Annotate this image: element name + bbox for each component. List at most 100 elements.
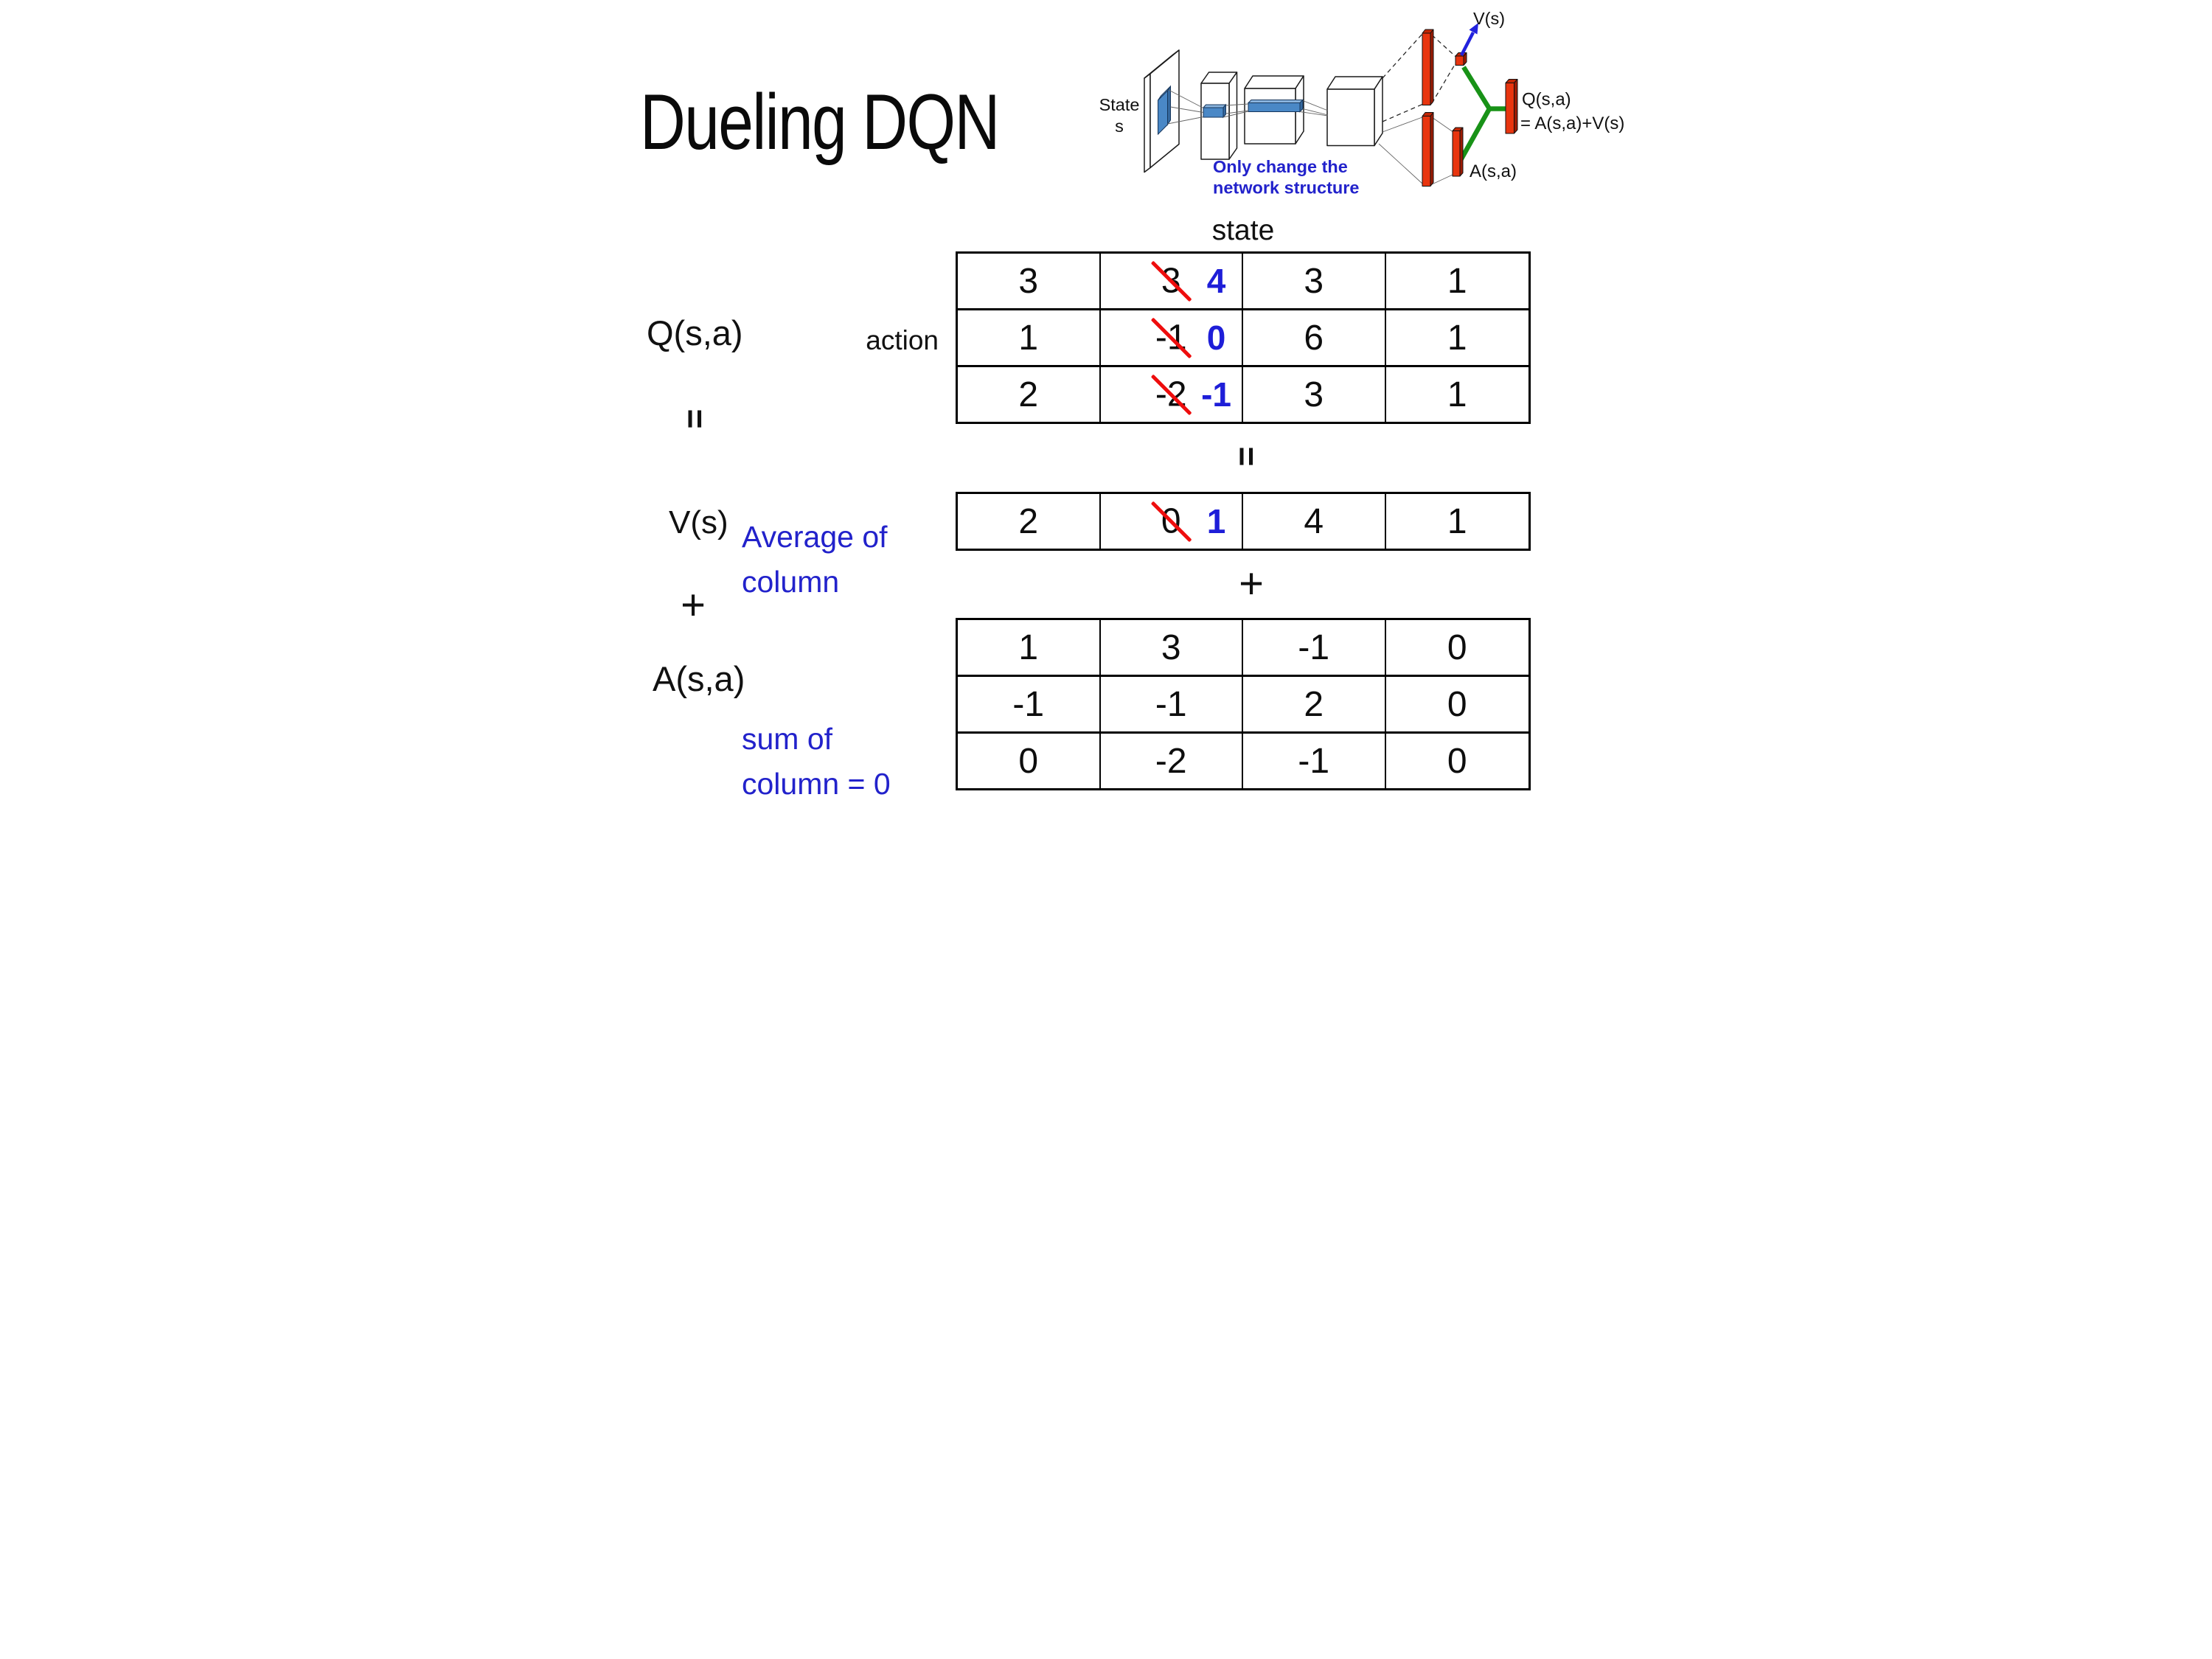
crossed-out-value: -2 xyxy=(1150,374,1192,415)
action-axis-label: action xyxy=(866,325,939,355)
v-cell-r1c4: 1 xyxy=(1386,494,1529,549)
a-vector-bar xyxy=(1452,127,1464,177)
q-cell-r1c1: 3 xyxy=(958,254,1101,308)
cell-value: -1 xyxy=(1012,684,1045,724)
q-cell-r2c1: 1 xyxy=(958,310,1101,365)
q-cell-r2c2: -10 xyxy=(1101,310,1243,365)
crossed-out-value: 3 xyxy=(1150,260,1192,302)
cell-value: -1 xyxy=(1298,627,1330,667)
cell-value: 6 xyxy=(1304,318,1324,358)
a-matrix-label: A(s,a) xyxy=(653,659,745,698)
v-table-row-1: 20141 xyxy=(958,494,1528,549)
a-output-label: A(s,a) xyxy=(1470,161,1517,181)
q-table-row-1: 33431 xyxy=(958,254,1528,310)
state-input-label-line2: s xyxy=(1115,116,1124,136)
a-cell-r2c1: -1 xyxy=(958,677,1101,731)
network-diagram: State s Only change the network structur… xyxy=(1099,9,1625,198)
a-table-row-3: 0 -2 -1 0 xyxy=(958,734,1528,788)
cell-value: 2 xyxy=(1304,684,1324,724)
sum-note-line2: column = 0 xyxy=(742,767,891,801)
cell-value: 3 xyxy=(1018,261,1039,301)
cell-value: 3 xyxy=(1161,627,1181,667)
fc-bar-advantage xyxy=(1422,112,1434,187)
feature-bar-2 xyxy=(1247,99,1304,113)
conv-box-1 xyxy=(1200,72,1238,160)
q-output-bar xyxy=(1505,79,1518,134)
cell-value: 0 xyxy=(1447,684,1467,724)
red-strike-icon xyxy=(1150,317,1192,358)
red-strike-icon xyxy=(1150,374,1192,415)
v-row-label: V(s) xyxy=(669,504,728,540)
feature-bar-1 xyxy=(1202,103,1227,119)
red-strike-icon xyxy=(1150,260,1192,302)
a-cell-r1c2: 3 xyxy=(1101,620,1243,675)
cell-value: 0 xyxy=(1447,741,1467,781)
q-cell-r2c4: 1 xyxy=(1386,310,1529,365)
q-cell-r1c3: 3 xyxy=(1243,254,1386,308)
average-note-line2: column xyxy=(742,565,840,599)
state-input-label-line1: State xyxy=(1099,95,1140,114)
q-table-row-3: 2 -2-1 3 1 xyxy=(958,367,1528,422)
q-cell-r1c2: 34 xyxy=(1101,254,1243,308)
cell-value: -1 xyxy=(1155,684,1187,724)
cell-value: 1 xyxy=(1447,261,1467,301)
sum-note-line1: sum of xyxy=(742,722,833,756)
a-cell-r1c4: 0 xyxy=(1386,620,1529,675)
q-cell-r3c3: 3 xyxy=(1243,367,1386,422)
cell-value: 1 xyxy=(1018,318,1039,358)
red-strike-icon xyxy=(1150,501,1192,542)
a-cell-r3c2: -2 xyxy=(1101,734,1243,788)
fc-bar-value xyxy=(1422,29,1434,105)
cell-value: 1 xyxy=(1018,627,1039,667)
corrected-value: 1 xyxy=(1206,502,1226,540)
equals-sign-left: = xyxy=(676,408,714,429)
input-patch xyxy=(1158,85,1171,136)
dashed-connector-lines xyxy=(1382,33,1456,122)
connector-lines xyxy=(1167,89,1453,185)
q-cell-r1c4: 1 xyxy=(1386,254,1529,308)
cell-value: 1 xyxy=(1447,375,1467,414)
v-cell-r1c2: 01 xyxy=(1101,494,1243,549)
a-cell-r3c1: 0 xyxy=(958,734,1101,788)
v-arrow-icon xyxy=(1460,23,1478,57)
plus-sign-center: + xyxy=(1239,559,1264,608)
a-table-row-1: 1 3 -1 0 xyxy=(958,620,1528,677)
crossed-out-value: 0 xyxy=(1150,501,1192,542)
a-cell-r2c2: -1 xyxy=(1101,677,1243,731)
v-output-label: V(s) xyxy=(1473,9,1505,28)
cell-value: 1 xyxy=(1447,501,1467,541)
state-axis-label: state xyxy=(1211,215,1275,246)
q-cell-r2c3: 6 xyxy=(1243,310,1386,365)
q-table-row-2: 1 -10 6 1 xyxy=(958,310,1528,367)
a-cell-r3c3: -1 xyxy=(1243,734,1386,788)
cell-value: -1 xyxy=(1298,741,1330,781)
q-output-label-line1: Q(s,a) xyxy=(1522,90,1571,110)
a-table-row-2: -1 -1 2 0 xyxy=(958,677,1528,734)
conv-box-3 xyxy=(1326,76,1383,147)
cell-value: 3 xyxy=(1304,261,1324,301)
v-value-table: 20141 xyxy=(956,492,1531,551)
a-cell-r1c1: 1 xyxy=(958,620,1101,675)
cell-value: 1 xyxy=(1447,318,1467,358)
a-cell-r2c3: 2 xyxy=(1243,677,1386,731)
q-cell-r3c1: 2 xyxy=(958,367,1101,422)
crossed-out-value: -1 xyxy=(1150,317,1192,358)
q-output-label-line2: = A(s,a)+V(s) xyxy=(1520,114,1624,133)
a-value-table: 1 3 -1 0 -1 -1 2 0 0 -2 -1 0 xyxy=(956,618,1531,790)
q-cell-r3c4: 1 xyxy=(1386,367,1529,422)
v-cell-r1c1: 2 xyxy=(958,494,1101,549)
cell-value: 3 xyxy=(1304,375,1324,414)
equals-sign-center: = xyxy=(1228,446,1266,467)
cell-value: 2 xyxy=(1018,375,1039,414)
q-cell-r3c2: -2-1 xyxy=(1101,367,1243,422)
cell-value: 2 xyxy=(1018,501,1039,541)
slide-dueling-dqn: Dueling DQN xyxy=(553,0,1659,830)
average-note-line1: Average of xyxy=(742,520,888,554)
plus-sign-left: + xyxy=(681,580,706,629)
cell-value: 0 xyxy=(1018,741,1039,781)
average-note: Average of column xyxy=(742,515,888,605)
network-note-line1: Only change the xyxy=(1213,157,1348,176)
cell-value: 4 xyxy=(1304,501,1324,541)
q-matrix-label: Q(s,a) xyxy=(647,313,743,352)
